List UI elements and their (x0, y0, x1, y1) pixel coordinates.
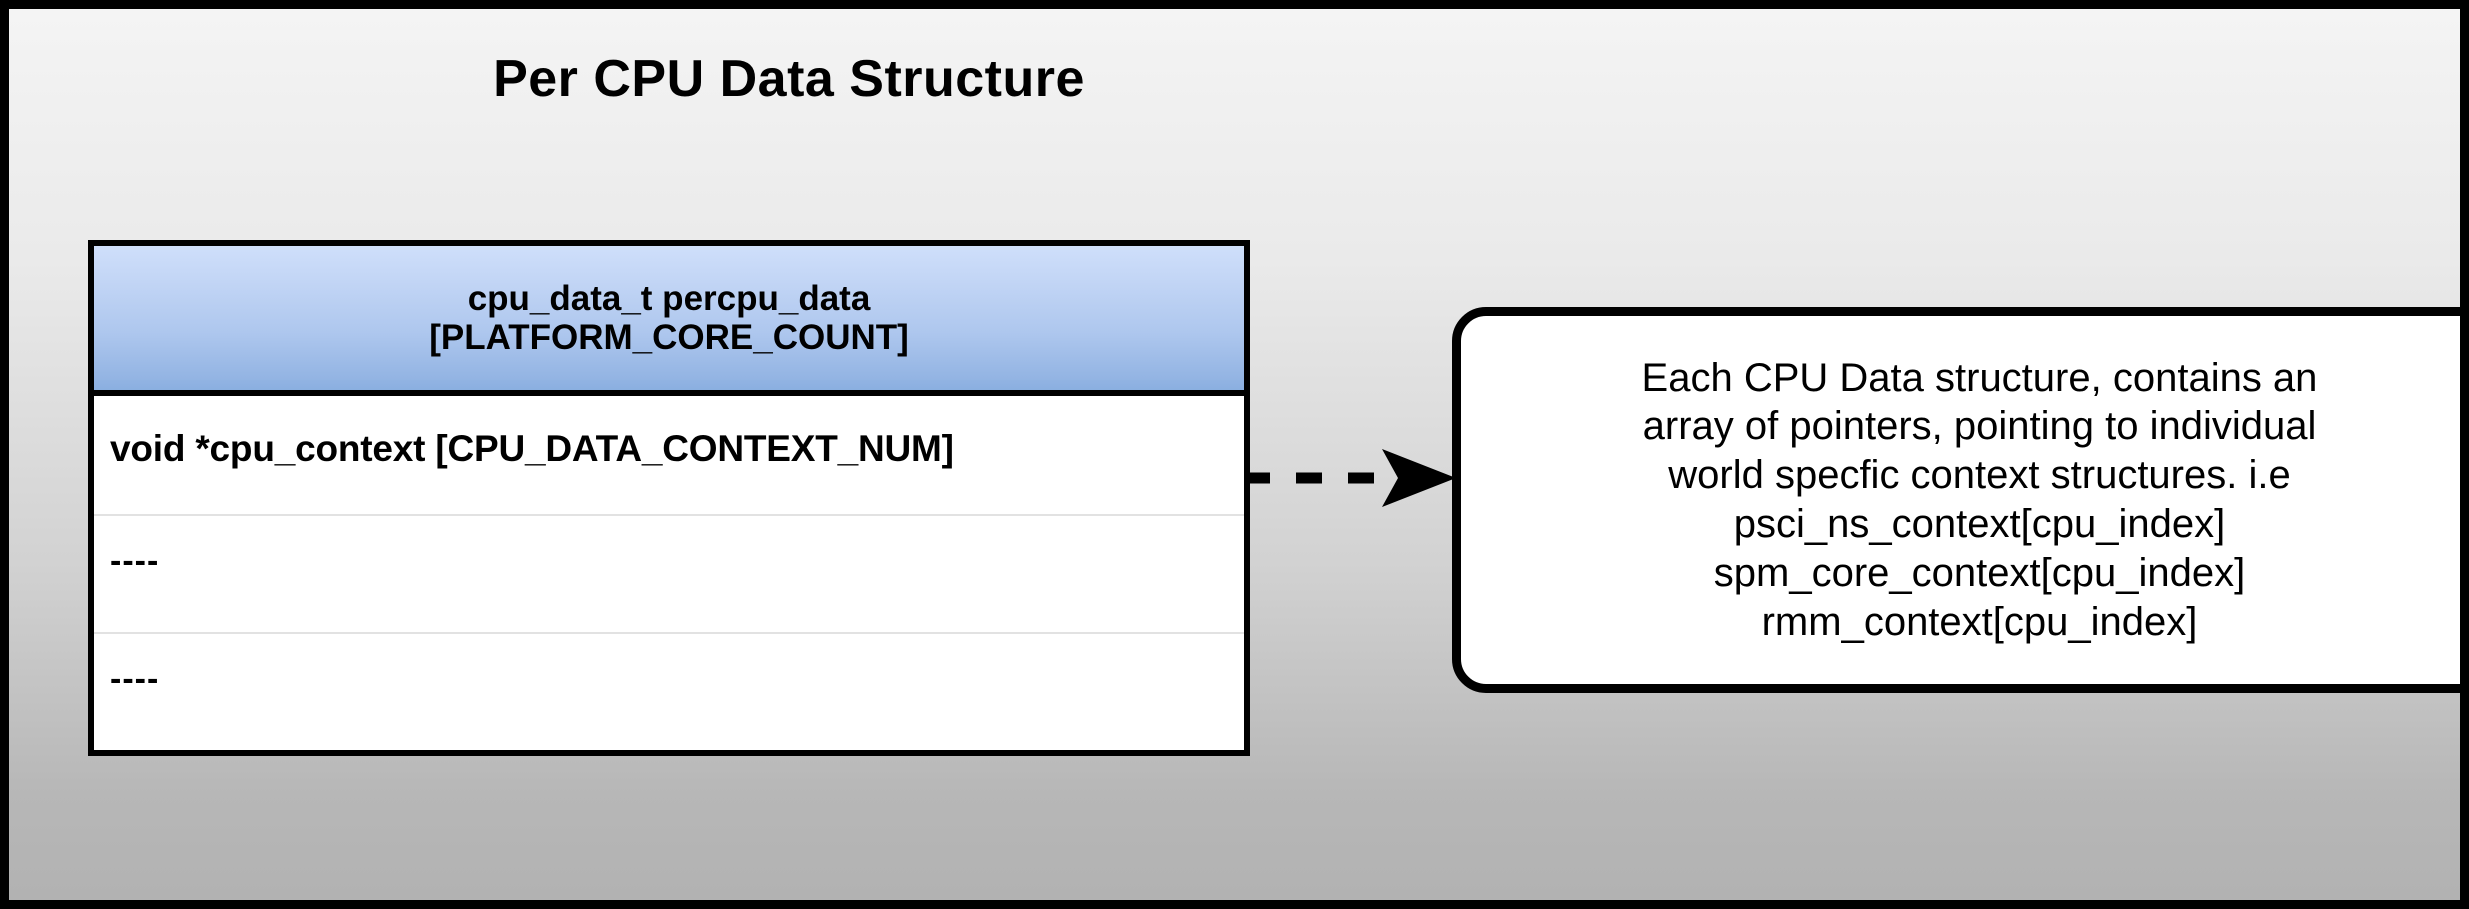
struct-field-cpu-context: void *cpu_context [CPU_DATA_CONTEXT_NUM] (110, 428, 954, 469)
page-title: Per CPU Data Structure (493, 50, 1085, 108)
arrowhead-icon (1382, 449, 1456, 507)
struct-header-line-2: [PLATFORM_CORE_COUNT] (429, 318, 909, 357)
struct-header-line-1: cpu_data_t percpu_data (467, 278, 871, 318)
struct-table-header: cpu_data_t percpu_data [PLATFORM_CORE_CO… (94, 246, 1244, 396)
struct-field-placeholder-1: ---- (110, 542, 160, 580)
table-row: ---- (94, 514, 1244, 632)
struct-field-placeholder-2: ---- (110, 660, 160, 698)
percpu-data-struct-table: cpu_data_t percpu_data [PLATFORM_CORE_CO… (88, 240, 1250, 756)
callout-text: Each CPU Data structure, contains an arr… (1641, 355, 2318, 644)
callout-box: Each CPU Data structure, contains an arr… (1452, 307, 2460, 693)
table-row: void *cpu_context [CPU_DATA_CONTEXT_NUM] (94, 396, 1244, 514)
table-row: ---- (94, 632, 1244, 750)
dashed-arrow-connector (1244, 449, 1456, 507)
